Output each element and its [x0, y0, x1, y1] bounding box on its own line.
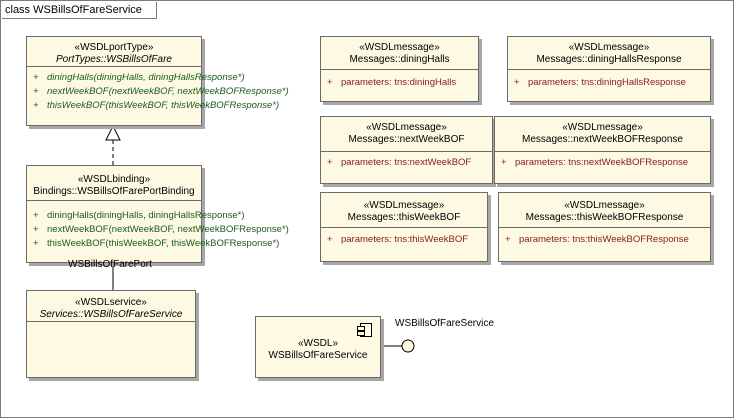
porttype-class[interactable]: «WSDLportType» PortTypes::WSBillsOfFare …	[26, 36, 289, 126]
diagram-title: class WSBillsOfFareService	[2, 2, 157, 19]
port-label: WSBillsOfFarePort	[68, 259, 152, 270]
message-class[interactable]: «WSDLmessage» Messages::diningHallsRespo…	[507, 36, 711, 102]
message-class[interactable]: «WSDLmessage» Messages::nextWeekBOFRespo…	[494, 116, 711, 184]
binding-op: +thisWeekBOF(thisWeekBOF, thisWeekBOFRes…	[33, 238, 280, 249]
message-attribute: +parameters: tns:thisWeekBOFResponse	[505, 234, 689, 245]
message-class[interactable]: «WSDLmessage» Messages::diningHalls +par…	[320, 36, 479, 102]
message-stereotype: «WSDLmessage»	[366, 122, 447, 133]
message-divider	[499, 227, 710, 228]
message-attribute: +parameters: tns:nextWeekBOF	[327, 157, 472, 168]
message-attribute: +parameters: tns:diningHallsResponse	[514, 77, 686, 88]
porttype-op: +thisWeekBOF(thisWeekBOF, thisWeekBOFRes…	[33, 100, 280, 111]
message-attribute: +parameters: tns:diningHalls	[327, 77, 457, 88]
service-name: Services::WSBillsOfFareService	[39, 309, 183, 320]
message-divider	[508, 69, 710, 70]
porttype-op: +diningHalls(diningHalls, diningHallsRes…	[33, 72, 245, 83]
wsdl-component[interactable]: «WSDL» WSBillsOfFareService	[255, 316, 381, 378]
porttype-name: PortTypes::WSBillsOfFare	[56, 54, 172, 65]
message-name: Messages::thisWeekBOF	[347, 212, 461, 223]
message-divider	[495, 151, 710, 152]
message-name: Messages::nextWeekBOFResponse	[521, 134, 683, 145]
interface-lollipop-icon	[401, 339, 415, 353]
message-attribute: +parameters: tns:thisWeekBOF	[327, 234, 469, 245]
message-class[interactable]: «WSDLmessage» Messages::nextWeekBOF +par…	[320, 116, 493, 184]
component-stereotype: «WSDL»	[297, 338, 338, 349]
binding-op: +nextWeekBOF(nextWeekBOF, nextWeekBOFRes…	[33, 224, 289, 235]
porttype-op: +nextWeekBOF(nextWeekBOF, nextWeekBOFRes…	[33, 86, 289, 97]
message-stereotype: «WSDLmessage»	[359, 42, 440, 53]
binding-op: +diningHalls(diningHalls, diningHallsRes…	[33, 210, 245, 221]
message-name: Messages::diningHalls	[349, 54, 450, 65]
message-divider	[321, 227, 487, 228]
service-class[interactable]: «WSDLservice» Services::WSBillsOfFareSer…	[26, 290, 196, 378]
message-attribute: +parameters: tns:nextWeekBOFResponse	[501, 157, 689, 168]
message-stereotype: «WSDLmessage»	[562, 122, 643, 133]
binding-name: Bindings::WSBillsOfFarePortBinding	[33, 186, 195, 197]
message-class[interactable]: «WSDLmessage» Messages::thisWeekBOFRespo…	[498, 192, 711, 262]
porttype-stereotype: «WSDLportType»	[74, 42, 154, 53]
binding-class[interactable]: «WSDLbinding» Bindings::WSBillsOfFarePor…	[26, 165, 289, 263]
binding-divider	[27, 200, 201, 201]
message-name: Messages::diningHallsResponse	[536, 54, 682, 65]
message-stereotype: «WSDLmessage»	[564, 200, 645, 211]
service-divider	[27, 321, 195, 322]
message-class[interactable]: «WSDLmessage» Messages::thisWeekBOF +par…	[320, 192, 488, 262]
message-stereotype: «WSDLmessage»	[568, 42, 650, 53]
binding-stereotype: «WSDLbinding»	[77, 174, 151, 185]
component-name: WSBillsOfFareService	[268, 350, 368, 361]
message-name: Messages::thisWeekBOFResponse	[525, 212, 684, 223]
message-stereotype: «WSDLmessage»	[363, 200, 445, 211]
component-icon	[357, 323, 372, 337]
message-divider	[321, 151, 492, 152]
realization-arrowhead	[105, 124, 121, 141]
porttype-divider	[27, 66, 201, 67]
message-divider	[321, 69, 478, 70]
service-stereotype: «WSDLservice»	[75, 297, 147, 308]
message-name: Messages::nextWeekBOF	[348, 134, 465, 145]
interface-label: WSBillsOfFareService	[395, 318, 494, 329]
